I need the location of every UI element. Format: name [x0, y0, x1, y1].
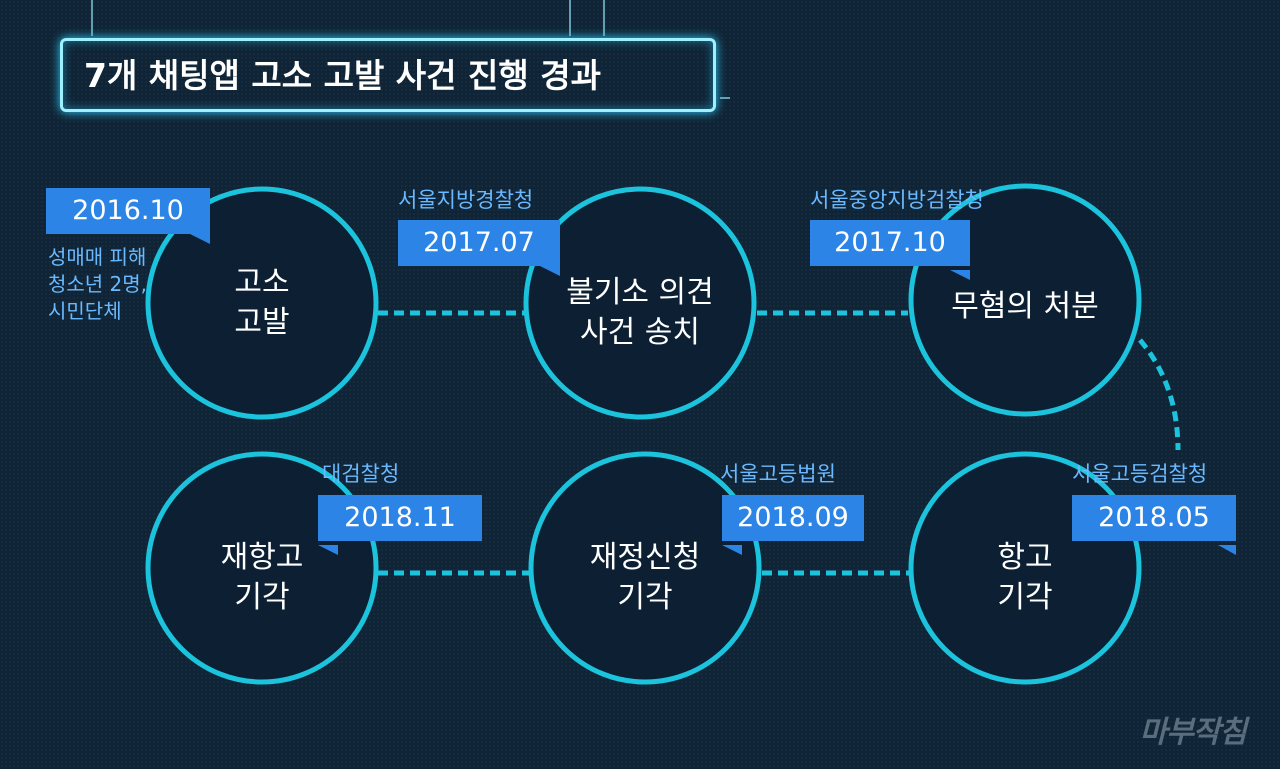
date-tag-5: 2018.09 [722, 495, 864, 541]
title-decoration [91, 0, 730, 99]
connector-3-4 [1138, 338, 1181, 451]
date-tail-5 [722, 545, 742, 555]
date-tag-6: 2018.11 [318, 495, 482, 541]
date-tag-1: 2016.10 [46, 188, 210, 234]
page-title: 7개 채팅앱 고소 고발 사건 진행 경과 [84, 56, 601, 95]
brand-logo: 마부작침 [1139, 715, 1247, 750]
date-tail-1 [190, 234, 210, 244]
node-label-4: 항고 기각 [997, 540, 1053, 615]
date-tag-3: 2017.10 [810, 220, 970, 266]
node-circle-2 [523, 186, 757, 420]
org-label-5: 서울고등법원 [720, 462, 836, 486]
node-label-5: 재정신청 기각 [589, 540, 701, 615]
org-label-3: 서울중앙지방검찰청 [810, 188, 984, 212]
complainant-note: 성매매 피해 청소년 2명, 시민단체 [48, 245, 148, 323]
title-frame [60, 38, 716, 112]
node-label-3: 무혐의 처분 [951, 289, 1099, 324]
date-tag-4: 2018.05 [1072, 495, 1236, 541]
date-tag-2: 2017.07 [398, 220, 560, 266]
node-label-1: 고소 고발 [234, 265, 290, 340]
node-circle-1 [145, 186, 379, 420]
node-label-2: 불기소 의견 사건 송치 [566, 275, 714, 350]
date-tail-2 [540, 266, 560, 276]
date-tail-4 [1218, 545, 1236, 555]
org-label-4: 서울고등검찰청 [1072, 462, 1208, 486]
date-tail-3 [950, 270, 970, 280]
node-label-6: 재항고 기각 [220, 540, 304, 615]
date-tail-6 [318, 545, 338, 555]
node-circle-5 [528, 451, 762, 685]
org-label-2: 서울지방경찰청 [398, 188, 534, 212]
org-label-6: 대검찰청 [322, 462, 400, 486]
